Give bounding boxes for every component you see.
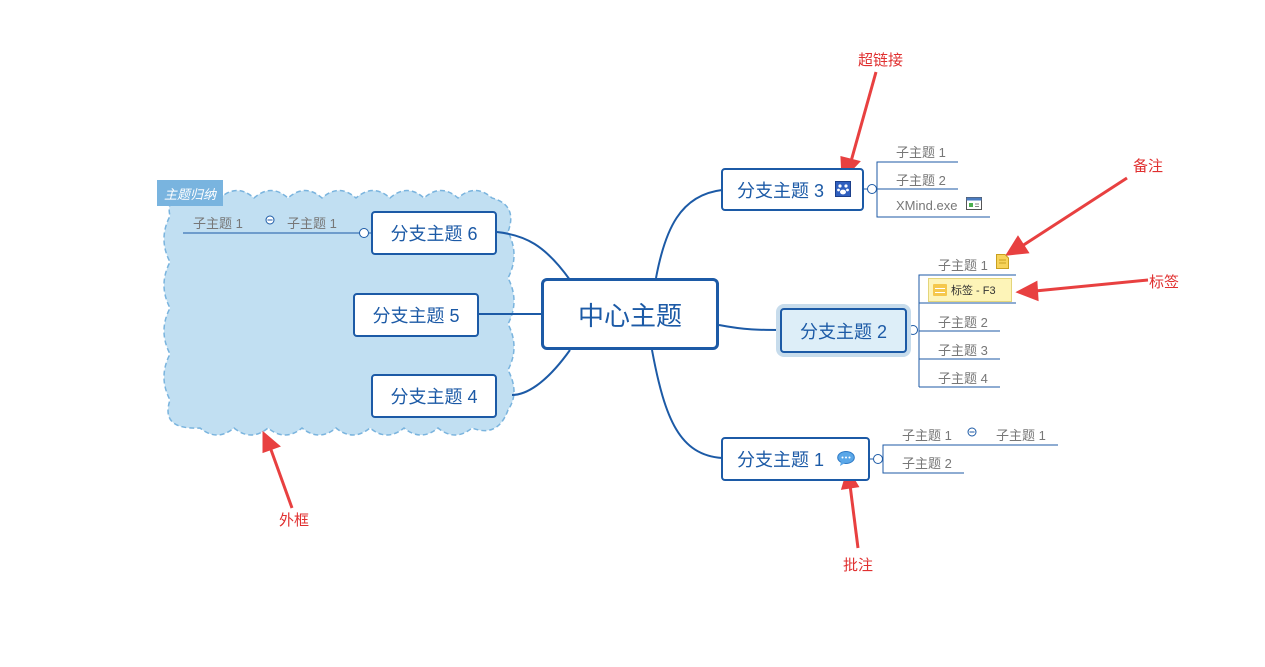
annotation-note: 备注 [1133,158,1164,175]
label-tag[interactable]: 标签 - F3 [928,278,1012,302]
annotation-boundary: 外框 [279,512,310,529]
subtopic-grandchild[interactable]: 子主题 1 [996,428,1046,443]
subtopic[interactable]: 子主题 2 [902,456,952,471]
central-topic[interactable]: 中心主题 [541,278,719,350]
subtopic-exe[interactable]: XMind.exe [896,198,958,213]
subtopic[interactable]: 子主题 1 [938,258,988,273]
subtopic[interactable]: 子主题 2 [896,173,946,188]
subtopic[interactable]: 子主题 1 [896,145,946,160]
comment-icon[interactable] [837,451,855,466]
branch-topic-4[interactable]: 分支主题 4 [371,374,497,418]
hyperlink-icon[interactable] [835,181,851,197]
annotation-label: 标签 [1149,274,1180,291]
annotation-hyperlink: 超链接 [858,52,904,69]
subtopic[interactable]: 子主题 2 [938,315,988,330]
label-tag-text: 标签 - F3 [951,285,996,297]
branch-topic-5[interactable]: 分支主题 5 [353,293,479,337]
annotation-comment: 批注 [843,557,874,574]
subtopic[interactable]: 子主题 3 [938,343,988,358]
label-icon [933,284,947,296]
sub-lines [183,161,1058,474]
summary-label[interactable]: 主题归纳 [157,180,223,206]
exe-file-icon[interactable] [966,197,982,210]
connectors [479,189,781,459]
collapse-icon[interactable] [867,184,877,194]
branch-topic-2[interactable]: 分支主题 2 [780,308,907,353]
subtopic-grandchild[interactable]: 子主题 1 [193,216,243,231]
collapse-icon[interactable] [908,325,918,335]
collapse-icon[interactable] [873,454,883,464]
branch-topic-1[interactable]: 分支主题 1 [721,437,870,481]
note-icon[interactable] [996,254,1009,269]
collapse-icon[interactable] [359,228,369,238]
subtopic[interactable]: 子主题 4 [938,371,988,386]
branch-label: 分支主题 3 [737,180,825,201]
branch-topic-6[interactable]: 分支主题 6 [371,211,497,255]
subtopic[interactable]: 子主题 1 [287,216,337,231]
subtopic[interactable]: 子主题 1 [902,428,952,443]
branch-label: 分支主题 1 [737,450,825,470]
